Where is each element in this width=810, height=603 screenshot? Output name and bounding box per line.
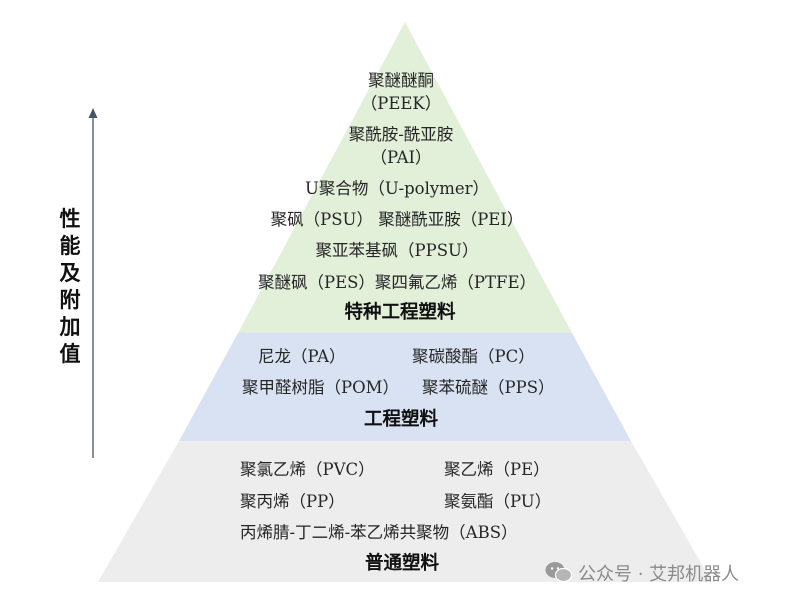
tier-general-shape <box>98 441 712 582</box>
general-item: 聚氨酯（PU） <box>444 492 552 511</box>
tier-special-shape <box>238 22 572 333</box>
axis-label-char: 加 <box>59 315 81 339</box>
engineering-item: 聚苯硫醚（PPS） <box>422 378 555 397</box>
general-item: 丙烯腈-丁二烯-苯乙烯共聚物（ABS） <box>240 523 518 542</box>
general-item: 聚丙烯（PP） <box>240 492 345 511</box>
engineering-item: 聚甲醛树脂（POM） <box>242 378 400 397</box>
special-item: U聚合物（U-polymer） <box>305 179 489 198</box>
special-item: 聚亚苯基砜（PPSU） <box>315 241 479 260</box>
tier-engineering-title: 工程塑料 <box>363 409 439 430</box>
axis-label-char: 附 <box>59 288 81 312</box>
axis-label: 性能及附加值 <box>58 206 82 368</box>
axis-label-char: 及 <box>59 261 81 285</box>
wechat-icon <box>545 562 573 583</box>
axis-label-char: 值 <box>59 342 81 366</box>
axis-label-char: 能 <box>59 234 81 258</box>
special-item: （PEEK） <box>360 94 442 113</box>
tier-engineering-shape <box>179 333 631 441</box>
tier-special-title: 特种工程塑料 <box>344 302 456 323</box>
axis-arrowhead <box>88 108 98 118</box>
engineering-item: 尼龙（PA） <box>258 347 346 366</box>
axis-label-text: 性能及附加值 <box>58 206 82 368</box>
engineering-item: 聚碳酸酯（PC） <box>412 347 535 366</box>
general-item: 聚氯乙烯（PVC） <box>240 460 375 479</box>
axis-label-char: 性 <box>59 207 81 231</box>
general-item: 聚乙烯（PE） <box>444 460 550 479</box>
special-item: 聚醚醚酮 <box>368 71 434 90</box>
special-item: （PAI） <box>370 148 432 167</box>
special-item: 聚醚砜（PES）聚四氟乙烯（PTFE） <box>257 273 537 292</box>
special-item: 聚酰胺-酰亚胺 <box>348 125 454 144</box>
tier-general-title: 普通塑料 <box>364 553 440 574</box>
special-item: 聚砜（PSU） 聚醚酰亚胺（PEI） <box>270 210 524 229</box>
watermark-text: 公众号 · 艾邦机器人 <box>578 564 740 585</box>
